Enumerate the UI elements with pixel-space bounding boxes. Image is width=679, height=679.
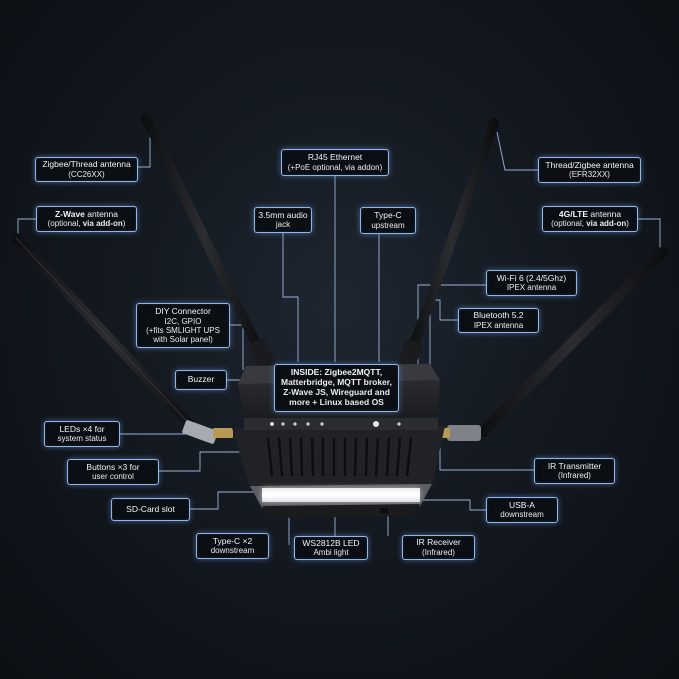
callout-sub: jack — [275, 220, 291, 230]
callout-title: Zigbee/Thread antenna — [42, 159, 131, 170]
callout-title: Type-C — [374, 210, 402, 221]
callout-sub: user control — [92, 472, 134, 482]
antennas — [11, 113, 669, 444]
callout-title: Thread/Zigbee antenna — [545, 159, 634, 170]
callout-sub: (EFR32XX) — [569, 170, 610, 180]
callout-inside-software: INSIDE: Zigbee2MQTT, Matterbridge, MQTT … — [274, 364, 399, 412]
callout-title: 3.5mm audio — [258, 209, 308, 220]
zwave-sub-suffix: ) — [122, 219, 126, 229]
leader-bluetooth — [429, 299, 458, 410]
status-leds — [270, 421, 401, 427]
leader-sd — [190, 491, 260, 510]
callout-line4: more + Linux based OS — [289, 396, 384, 407]
leader-diy — [230, 324, 244, 370]
callout-buzzer: Buzzer — [175, 370, 227, 390]
callout-line2: Matterbridge, MQTT broker, — [281, 377, 392, 388]
callout-diy-connector: DIY Connector I2C, GPIO (+fits SMLIGHT U… — [136, 303, 230, 348]
callout-thread-zigbee-antenna: Thread/Zigbee antenna (EFR32XX) — [538, 157, 641, 183]
callout-sub: (Infrared) — [422, 547, 455, 557]
callout-title: SD-Card slot — [126, 503, 175, 514]
callout-usb-a: USB-A downstream — [486, 497, 558, 523]
callout-typec-upstream: Type-C upstream — [360, 207, 416, 234]
callout-bluetooth: Bluetooth 5.2 IPEX antenna — [458, 308, 539, 333]
antenna-left-tall — [141, 113, 276, 372]
leader-buttons — [159, 451, 255, 472]
callout-ws2812b: WS2812B LED Ambi light — [294, 536, 368, 560]
callout-title: Wi-Fi 6 (2.4/5Ghz) — [496, 272, 567, 283]
leader-zigbee-thread — [137, 125, 151, 168]
callout-audio-jack: 3.5mm audio jack — [254, 207, 312, 233]
callout-sub: Ambi light — [313, 548, 349, 558]
antenna-far-right — [438, 246, 669, 441]
zwave-bold: Z-Wave — [54, 208, 85, 219]
lte-sub-prefix: (optional, — [551, 219, 587, 229]
callout-title: Buzzer — [187, 374, 215, 385]
callout-zigbee-thread-antenna: Zigbee/Thread antenna (CC26XX) — [35, 157, 138, 182]
callout-sd-card: SD-Card slot — [111, 498, 190, 521]
callout-sub: upstream — [371, 220, 405, 230]
leader-audio — [282, 233, 299, 362]
callout-sub: (optional, via add-on) — [48, 219, 126, 228]
callout-sub: (optional, via add-on) — [551, 219, 629, 228]
callout-title: Bluetooth 5.2 — [473, 310, 524, 321]
callout-sub: downstream — [500, 510, 544, 520]
callout-buttons: Buttons ×3 for user control — [67, 459, 159, 485]
leader-wifi — [417, 284, 486, 397]
callout-title: WS2812B LED — [302, 537, 360, 548]
vent-slots — [266, 437, 413, 477]
callout-line4: with Solar panel) — [153, 334, 213, 344]
lte-title-rest: antenna — [588, 208, 622, 219]
lte-sub-bold: via add-on — [586, 219, 627, 229]
callout-sub: (Infrared) — [558, 471, 591, 481]
callout-line2: I2C, GPIO — [164, 316, 202, 326]
callout-sub: IPEX antenna — [506, 283, 557, 293]
callout-title: RJ45 Ethernet — [307, 152, 363, 163]
zwave-sub-prefix: (optional, — [47, 219, 83, 229]
callout-line1: INSIDE: Zigbee2MQTT, — [290, 367, 383, 378]
callout-sub: downstream — [210, 546, 255, 556]
callout-sub: system status — [57, 434, 107, 444]
callout-title: Z-Wave antenna — [54, 208, 118, 220]
zwave-title-rest: antenna — [84, 208, 118, 219]
callout-typec-downstream: Type-C ×2 downstream — [196, 533, 269, 559]
callout-title: Buttons ×3 for — [86, 461, 140, 472]
callout-title: DIY Connector — [155, 305, 211, 316]
callout-title: IR Receiver — [416, 537, 461, 548]
leader-thread-zigbee — [496, 131, 538, 171]
callout-rj45-ethernet: RJ45 Ethernet (+PoE optional, via addon) — [281, 149, 389, 176]
callout-line3: (+fits SMLIGHT UPS — [146, 325, 220, 335]
callout-lte-antenna: 4G/LTE antenna (optional, via add-on) — [542, 206, 638, 232]
leader-usb — [420, 499, 486, 511]
callout-sub: (CC26XX) — [68, 169, 105, 179]
lte-sub-suffix: ) — [626, 219, 629, 229]
callout-sub: IPEX antenna — [473, 320, 524, 330]
callout-ir-receiver: IR Receiver (Infrared) — [402, 535, 475, 560]
callout-title: Type-C ×2 — [212, 535, 253, 546]
callout-line3: Z-Wave JS, Wireguard and — [283, 387, 390, 397]
leader-lte — [638, 218, 661, 252]
leader-lines — [17, 125, 661, 545]
zwave-sub-bold: via add-on — [82, 219, 123, 229]
callout-zwave-antenna: Z-Wave antenna (optional, via add-on) — [36, 206, 137, 232]
callout-title: IR Transmitter — [547, 460, 602, 471]
callout-wifi6: Wi-Fi 6 (2.4/5Ghz) IPEX antenna — [486, 270, 577, 296]
callout-leds: LEDs ×4 for system status — [44, 421, 120, 447]
antenna-far-left — [11, 233, 233, 444]
callout-ir-transmitter: IR Transmitter (Infrared) — [534, 458, 615, 484]
callout-title: 4G/LTE antenna — [558, 208, 622, 220]
antenna-right-tall — [397, 118, 499, 372]
callout-title: LEDs ×4 for — [59, 423, 105, 434]
lte-bold: 4G/LTE — [558, 208, 589, 219]
leader-zwave — [17, 218, 36, 238]
callout-sub: (+PoE optional, via addon) — [287, 162, 383, 172]
leader-ir-tx — [439, 448, 534, 471]
callout-title: USB-A — [509, 499, 535, 510]
